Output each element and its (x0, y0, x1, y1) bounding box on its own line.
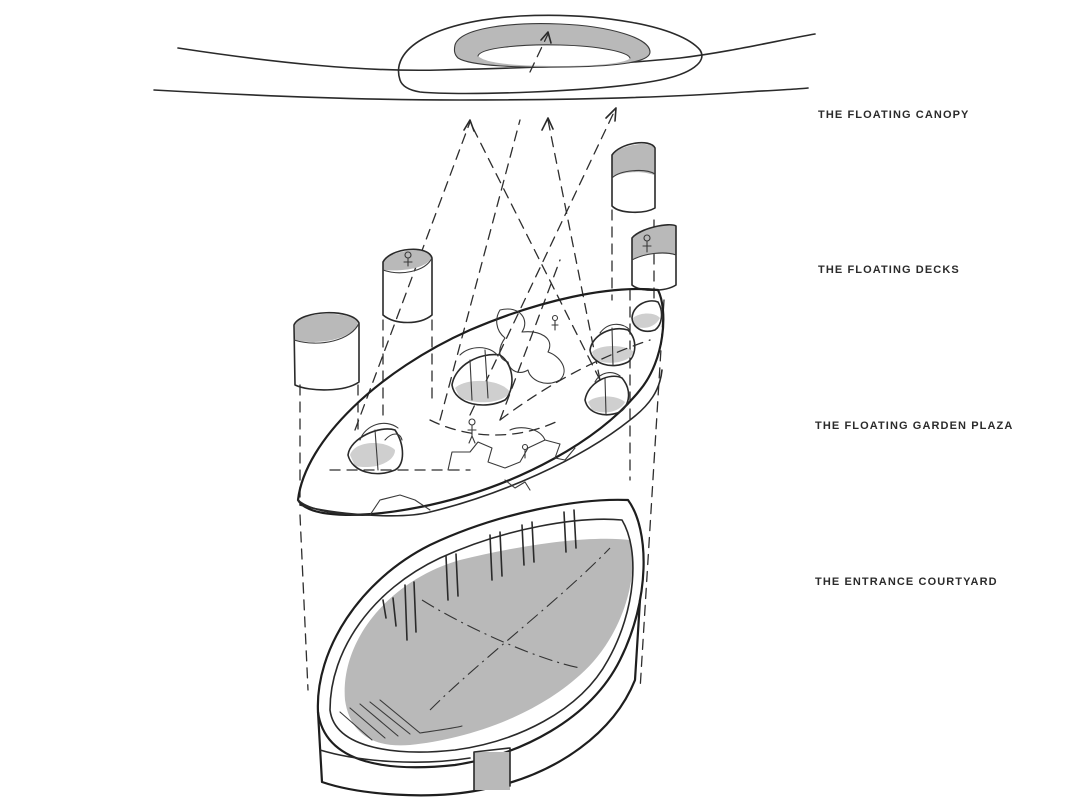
label-floating-canopy: THE FLOATING CANOPY (818, 109, 969, 121)
label-floating-decks: THE FLOATING DECKS (818, 264, 960, 276)
deck-cylinder-3 (383, 249, 432, 322)
label-floating-garden-plaza: THE FLOATING GARDEN PLAZA (815, 420, 1013, 432)
garden-well-5 (632, 301, 662, 331)
garden-well-1 (348, 423, 403, 473)
garden-well-2 (452, 348, 512, 405)
floating-canopy (154, 15, 815, 100)
courtyard-entrance-door (474, 752, 510, 790)
garden-well-4 (590, 324, 635, 365)
deck-cylinder-1 (612, 143, 655, 213)
label-entrance-courtyard: THE ENTRANCE COURTYARD (815, 576, 998, 588)
entrance-courtyard (318, 500, 644, 795)
courtyard-floor (345, 539, 633, 746)
deck-cylinder-4 (294, 313, 359, 390)
